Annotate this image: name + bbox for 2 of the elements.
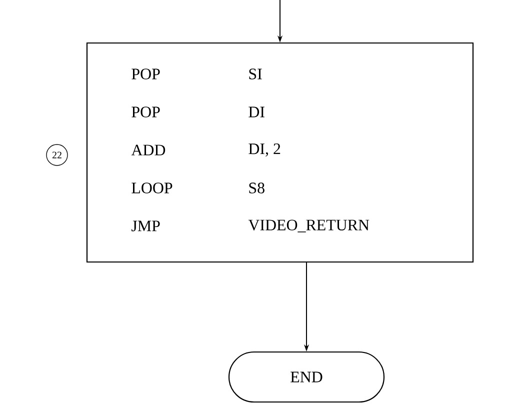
code-box: POP SI POP DI ADD DI, 2 LOOP S8 JMP VIDEO_RETURN (86, 42, 474, 263)
callout-number: 22 (46, 144, 68, 166)
